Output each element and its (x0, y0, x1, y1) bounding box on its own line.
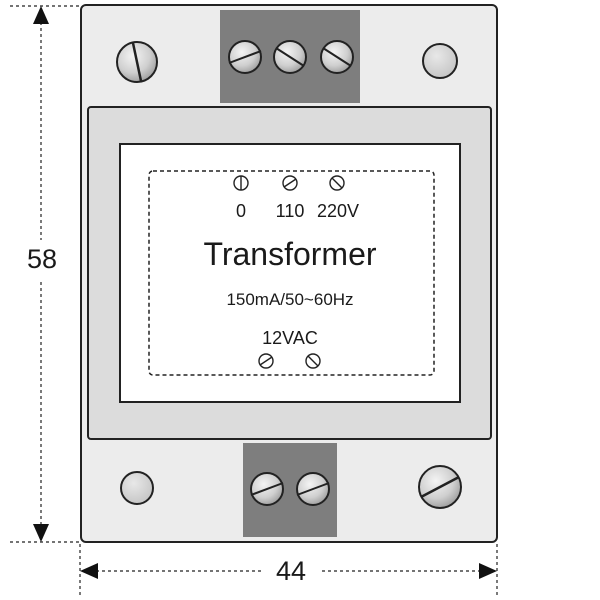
label-panel (119, 143, 461, 403)
arrow-right-icon (479, 563, 497, 579)
terminal-screw-input-0 (228, 40, 262, 74)
height-dimension-label: 58 (26, 244, 58, 274)
terminal-symbol-110-icon (282, 175, 298, 191)
terminal-symbol-out-1-icon (258, 353, 274, 369)
arrow-left-icon (80, 563, 98, 579)
mounting-hole-top-right (422, 43, 458, 79)
label-dashed-frame (148, 170, 435, 376)
width-dimension-label: 44 (275, 556, 307, 586)
terminal-screw-output-1 (250, 472, 284, 506)
mounting-screw-top-left (116, 41, 158, 83)
terminal-screw-output-2 (296, 472, 330, 506)
panel-spec: 150mA/50~60Hz (226, 290, 354, 309)
panel-title: Transformer (203, 236, 377, 272)
terminal-screw-input-220 (320, 40, 354, 74)
terminal-symbol-220-icon (329, 175, 345, 191)
mounting-hole-bottom-left (120, 471, 154, 505)
input-label-110: 110 (275, 201, 305, 221)
terminal-screw-input-110 (273, 40, 307, 74)
dimension-guides (10, 5, 498, 598)
input-label-220v: 220V (316, 201, 360, 221)
dimension-arrows (33, 6, 497, 579)
terminal-symbol-out-2-icon (305, 353, 321, 369)
output-label: 12VAC (262, 328, 318, 348)
terminal-symbol-0-icon (233, 175, 249, 191)
arrow-down-icon (33, 524, 49, 542)
mounting-screw-bottom-right (418, 465, 462, 509)
input-label-0: 0 (235, 201, 246, 221)
arrow-up-icon (33, 6, 49, 24)
